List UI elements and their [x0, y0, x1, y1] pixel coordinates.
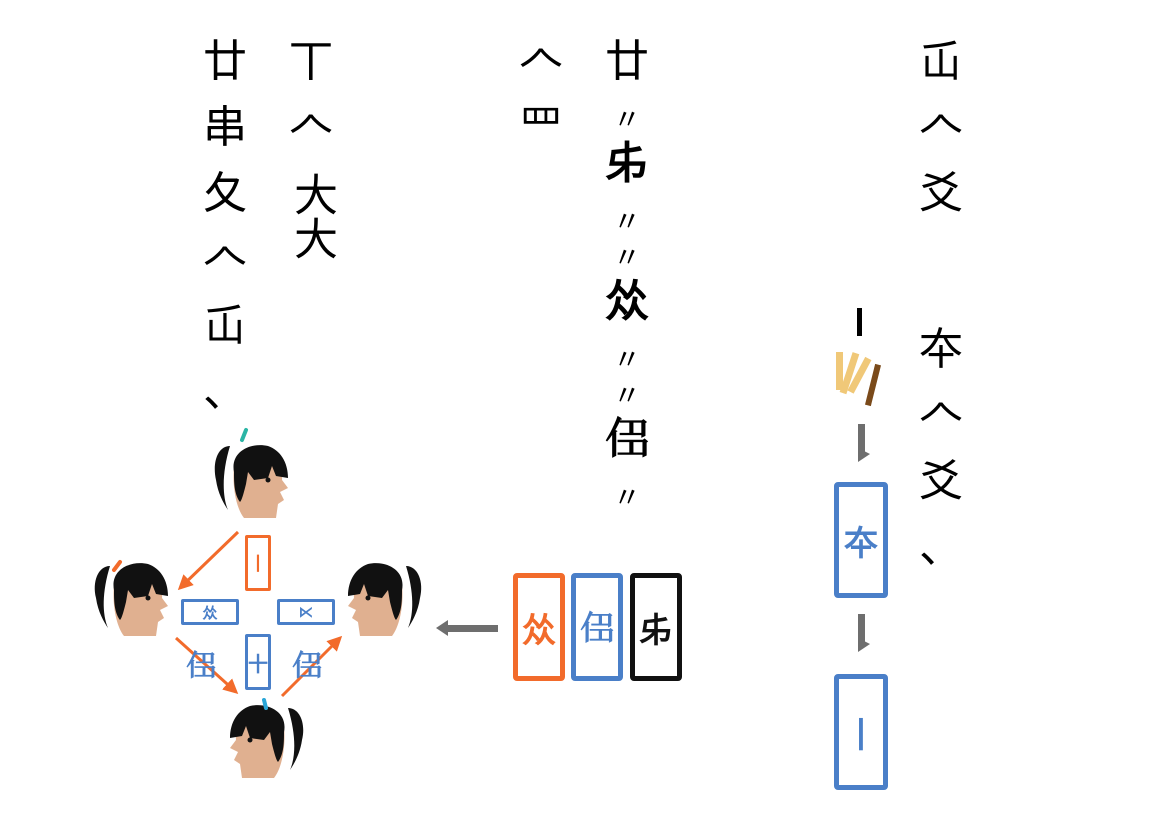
tile-glyph: ⋉: [298, 603, 314, 621]
bamboo-sticks-icon: [836, 352, 881, 407]
glyph: 丅: [289, 36, 333, 87]
person-head-icon: [348, 563, 422, 636]
person-head-icon: [230, 698, 304, 778]
glyph: 𠆢: [919, 390, 963, 441]
turn-arrow-top-left: [177, 530, 240, 591]
quote-mark: 〃: [612, 103, 641, 136]
right-tile-bottom[interactable]: 丨: [834, 674, 888, 790]
row-tile-orange[interactable]: 𠈌: [513, 573, 565, 681]
right-tile-top[interactable]: 夲: [834, 482, 888, 598]
quote-mark: 〃: [612, 481, 641, 514]
quote-mark: 〃: [612, 241, 641, 274]
tile-glyph: 𠈌: [522, 610, 556, 651]
glyph: 、: [919, 522, 963, 573]
tile-glyph: 丨: [249, 554, 267, 575]
glyph: 串: [203, 102, 247, 153]
glyph: 罒: [519, 102, 563, 153]
glyph: 廿: [605, 36, 649, 87]
row-tile-blue[interactable]: 𠈎: [571, 573, 623, 681]
quote-mark: 〃: [612, 379, 641, 412]
diamond-tile-bottom[interactable]: 十: [245, 634, 271, 690]
tick-mark: [857, 308, 862, 336]
column-right: 屲 𠆢 爻 夲 𠆢 爻 、: [916, 36, 966, 573]
diamond-label-right: 𠈎: [292, 649, 322, 684]
tile-glyph: 𠈎: [580, 608, 614, 649]
glyph: 夂: [203, 168, 247, 219]
tile-glyph: 𠂔: [639, 610, 673, 651]
glyph: 𠈌: [605, 276, 649, 327]
glyph: 𠈎: [605, 414, 649, 465]
diamond-tile-left[interactable]: 𠈌: [181, 599, 239, 625]
quote-mark: 〃: [612, 205, 641, 238]
diamond-tile-right[interactable]: ⋉: [277, 599, 335, 625]
tile-glyph: 十: [248, 651, 268, 676]
glyph: 爻: [919, 456, 963, 507]
glyph: 𠆢: [203, 234, 247, 285]
glyph: 廿: [203, 36, 247, 87]
person-head-icon: [94, 560, 168, 636]
arrow-down-icon: [858, 424, 870, 462]
glyph: 大大: [286, 172, 337, 260]
column-mid-left: 𠆢 罒: [516, 40, 566, 172]
glyph: 、: [203, 366, 247, 417]
row-tile-black[interactable]: 𠂔: [630, 573, 682, 681]
column-far-left: 廿 串 夂 𠆢 屲 、: [200, 36, 250, 417]
tile-glyph: 丨: [844, 715, 878, 756]
diamond-tile-top[interactable]: 丨: [245, 535, 271, 591]
arrow-left-icon: [436, 620, 498, 636]
diamond-label-left: 𠈎: [186, 649, 216, 684]
glyph: 𠂔: [605, 138, 649, 189]
glyph: 爻: [919, 168, 963, 219]
glyph: 𠆢: [519, 36, 563, 87]
glyph: 𠆢: [289, 102, 333, 153]
glyph: 夲: [919, 324, 963, 375]
person-head-icon: [214, 428, 288, 518]
arrow-down-icon: [858, 614, 870, 652]
tile-glyph: 𠈌: [202, 603, 218, 622]
glyph: 屲: [203, 300, 247, 351]
quote-mark: 〃: [612, 343, 641, 376]
column-left: 丅 𠆢 大大: [286, 36, 337, 282]
glyph: 屲: [919, 36, 963, 87]
glyph: 𠆢: [919, 102, 963, 153]
tile-glyph: 夲: [844, 523, 878, 564]
column-mid: 廿 〃 𠂔 〃 〃 𠈌 〃 〃 𠈎 〃: [602, 40, 652, 520]
